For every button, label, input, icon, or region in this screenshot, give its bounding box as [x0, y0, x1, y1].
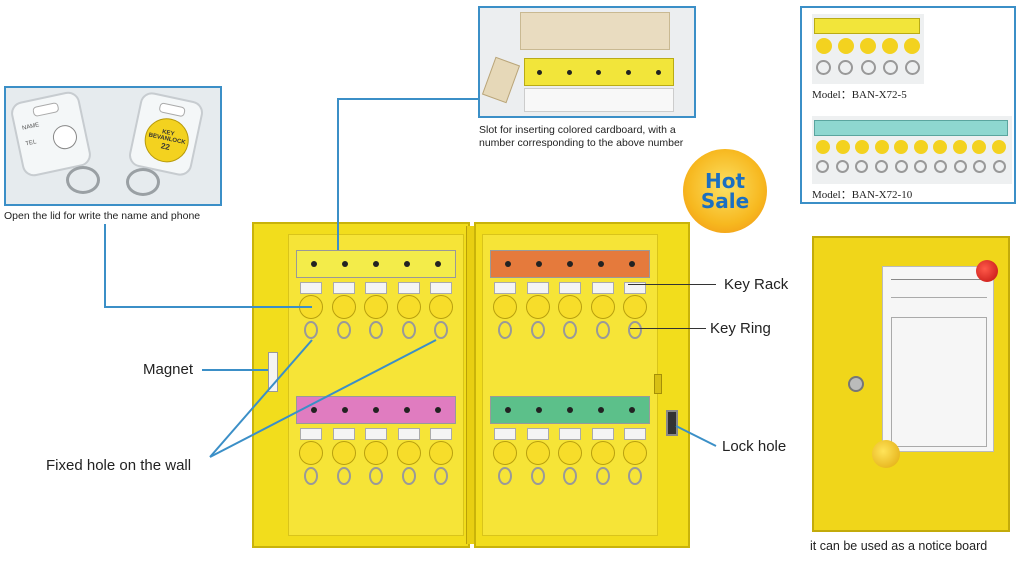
rack-bottom-left [296, 396, 456, 424]
notice-caption: it can be used as a notice board [810, 539, 988, 553]
magnet [268, 352, 278, 392]
cabinet-right-door [474, 222, 690, 548]
hot-text: Hot [704, 169, 746, 193]
yellow-tag-image: KEY BEVANLOCK 22 [126, 90, 206, 178]
hot-sale-badge: Hot Sale [683, 149, 767, 233]
sale-text: Sale [700, 189, 750, 213]
key-ring-icon [126, 168, 160, 196]
rack-bottom-right [490, 396, 650, 424]
lock-hole [666, 410, 678, 436]
key-rack-label: Key Rack [724, 276, 789, 293]
tags-bottom-right [492, 428, 648, 485]
notice-board-cabinet [812, 236, 1010, 532]
cabinet-left-door [252, 222, 470, 548]
model5-image [812, 14, 924, 84]
magnet-label: Magnet [143, 361, 194, 378]
lid-tag-name: NAME [21, 122, 40, 132]
slot-caption-line2: number corresponding to the above number [479, 137, 684, 149]
slot-rack-photo [478, 6, 696, 118]
slot-caption-line1: Slot for inserting colored cardboard, wi… [479, 124, 676, 136]
key-ring-label: Key Ring [710, 320, 771, 337]
tags-bottom-left [298, 428, 454, 485]
yellow-knob [872, 440, 900, 468]
notice-sheet [882, 266, 994, 452]
lid-tag-tel: TEL [25, 139, 38, 148]
models-panel: Model：BAN-X72-5 Model：BAN- [800, 6, 1016, 204]
red-knob [976, 260, 998, 282]
key-tag-photo: NAME TEL KEY BEVANLOCK 22 [4, 86, 222, 206]
tags-top-left [298, 282, 454, 339]
model5-label: Model：BAN-X72-5 [812, 89, 907, 101]
rack-top-left [296, 250, 456, 278]
lock-hole-label: Lock hole [722, 438, 787, 455]
rack-top-right [490, 250, 650, 278]
model10-image [812, 116, 1012, 184]
model10-label: Model：BAN-X72-10 [812, 189, 913, 201]
lock-icon [848, 376, 864, 392]
key-ring-icon [66, 166, 100, 194]
key-tag-number: 22 [160, 140, 171, 152]
lid-caption: Open the lid for write the name and phon… [4, 210, 201, 222]
fixed-hole-label: Fixed hole on the wall [46, 457, 192, 474]
tags-top-right [492, 282, 648, 339]
door-latch [654, 374, 662, 394]
